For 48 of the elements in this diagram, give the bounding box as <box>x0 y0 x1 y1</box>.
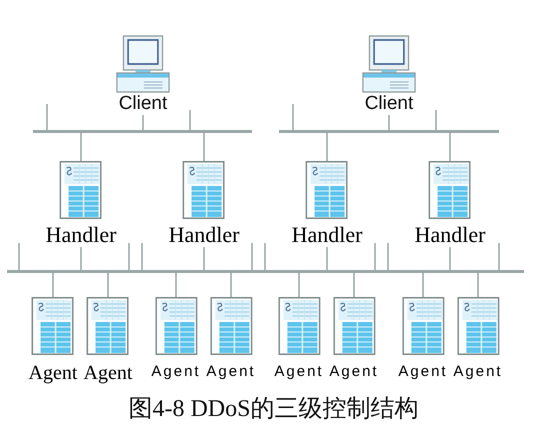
network-link <box>298 273 300 297</box>
node-label: Agent <box>151 362 201 382</box>
port-stub <box>264 243 266 270</box>
node-label: Handler <box>292 223 362 247</box>
network-link <box>142 115 144 130</box>
port-stub <box>189 110 191 130</box>
port-stub <box>387 243 389 270</box>
network-link <box>80 247 82 270</box>
port-stub <box>128 243 130 270</box>
port-stub <box>292 104 294 130</box>
node-label: Handler <box>46 223 116 247</box>
network-link <box>477 273 479 297</box>
figure-caption: 图4-8 DDoS的三级控制结构 <box>128 395 418 424</box>
port-stub <box>46 104 48 130</box>
network-link <box>107 273 109 297</box>
node-label: Client <box>364 93 414 115</box>
network-link <box>175 273 177 297</box>
node-label: Agent <box>206 362 256 382</box>
network-link <box>353 273 355 297</box>
network-link <box>449 247 451 270</box>
network-bus <box>279 130 499 133</box>
port-stub <box>18 243 20 270</box>
port-stub <box>374 243 376 270</box>
node-label: Agent <box>274 362 324 382</box>
network-bus <box>33 130 252 133</box>
network-link <box>52 273 54 297</box>
network-bus <box>7 270 524 273</box>
network-link <box>422 273 424 297</box>
node-label: Handler <box>414 223 486 247</box>
node-label: Client <box>118 93 168 115</box>
port-stub <box>435 110 437 130</box>
node-label: Agent <box>453 362 503 382</box>
network-link <box>326 133 328 161</box>
node-label: Agent <box>84 362 132 384</box>
network-link <box>388 115 390 130</box>
network-link <box>326 247 328 270</box>
port-stub <box>251 243 253 270</box>
node-label: Agent <box>398 362 448 382</box>
network-link <box>203 133 205 161</box>
network-link <box>203 247 205 270</box>
port-stub <box>498 243 500 270</box>
node-label: Handler <box>168 223 240 247</box>
node-label: Agent <box>28 362 78 384</box>
port-stub <box>141 243 143 270</box>
network-link <box>80 133 82 161</box>
network-link <box>449 133 451 161</box>
node-label: Agent <box>329 362 379 382</box>
network-link <box>230 273 232 297</box>
